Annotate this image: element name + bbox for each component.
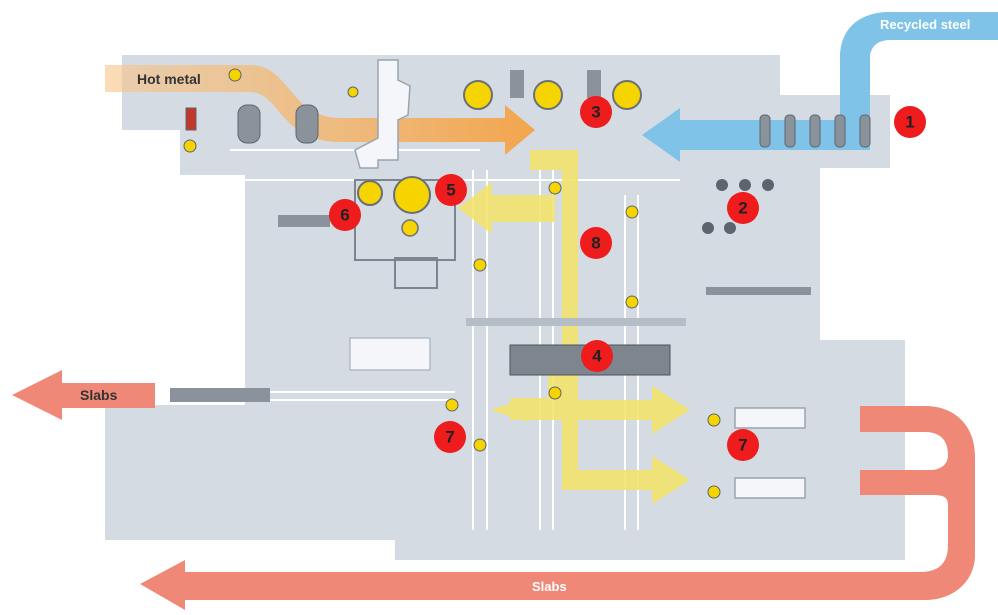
svg-text:8: 8 (591, 234, 600, 253)
recycled-steel-label: Recycled steel (880, 17, 970, 32)
marker-4: 4 (581, 340, 613, 372)
slab-roller-table (170, 388, 270, 402)
svg-text:1: 1 (905, 113, 914, 132)
marker-7-left: 7 (434, 421, 466, 453)
marker-5: 5 (435, 174, 467, 206)
hot-metal-label: Hot metal (137, 71, 201, 87)
slabs-left-label: Slabs (80, 387, 118, 403)
svg-text:7: 7 (738, 436, 747, 455)
marker-7-right: 7 (727, 429, 759, 461)
marker-1: 1 (894, 106, 926, 138)
marker-6: 6 (329, 199, 361, 231)
svg-text:6: 6 (340, 206, 349, 225)
svg-text:5: 5 (446, 181, 455, 200)
svg-text:2: 2 (738, 199, 747, 218)
marker-2: 2 (727, 192, 759, 224)
svg-text:4: 4 (592, 347, 602, 366)
svg-text:3: 3 (591, 103, 600, 122)
slabs-bottom-label: Slabs (532, 579, 567, 594)
marker-8: 8 (580, 227, 612, 259)
marker-3: 3 (580, 96, 612, 128)
svg-text:7: 7 (445, 428, 454, 447)
